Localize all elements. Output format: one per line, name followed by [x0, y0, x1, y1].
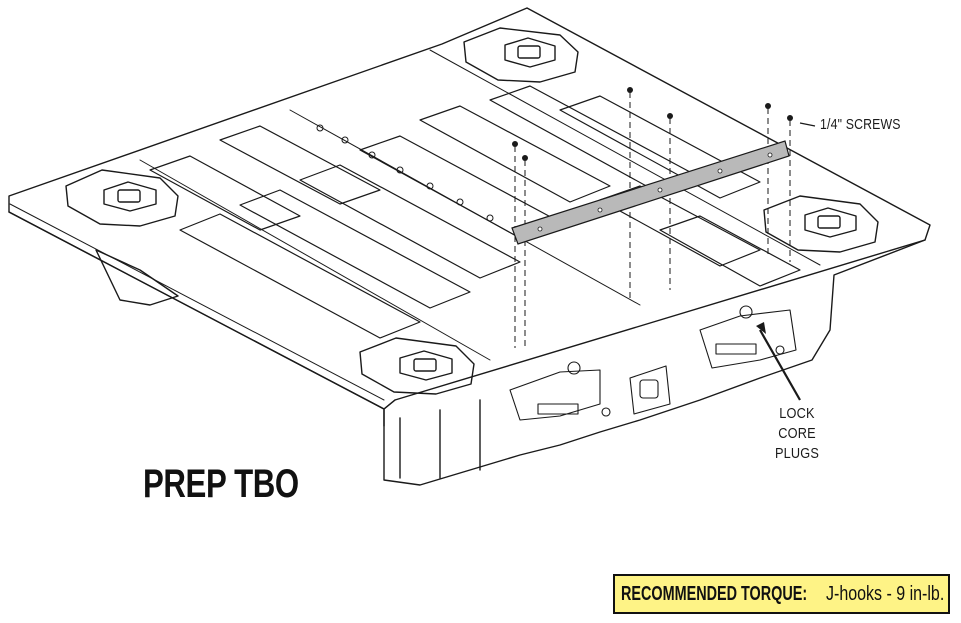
- tie-down-pocket-right: [763, 195, 879, 253]
- torque-label: RECOMMENDED TORQUE:: [621, 582, 808, 605]
- tie-down-pocket-front: [359, 337, 475, 395]
- mounting-rail: [511, 140, 790, 245]
- screws-callout: 1/4" SCREWS: [820, 116, 901, 133]
- lock-core-line2: PLUGS: [774, 445, 820, 462]
- screws-leader: [799, 122, 816, 127]
- tie-down-pocket-top: [463, 27, 579, 83]
- torque-value: J-hooks - 9 in-lb.: [825, 582, 944, 605]
- lock-core-line1: LOCK CORE: [778, 405, 816, 442]
- screws: [512, 87, 793, 161]
- lock-core-plugs-callout: LOCK CORE PLUGS: [759, 404, 836, 464]
- torque-box: RECOMMENDED TORQUE: J-hooks - 9 in-lb.: [613, 574, 950, 614]
- deck-front-edge: [8, 211, 385, 427]
- drawer-body: [383, 239, 926, 486]
- step-title: PREP TBO: [143, 462, 299, 506]
- lock-core-leader: [759, 329, 801, 401]
- lock-housing: [629, 365, 671, 415]
- screw-guide-lines: [514, 92, 791, 350]
- side-support: [95, 249, 179, 306]
- tie-down-pocket-left: [65, 169, 179, 227]
- centre-rail-holes: [316, 124, 494, 222]
- drawer-front-details: [509, 305, 797, 421]
- deck-slats: [149, 85, 801, 339]
